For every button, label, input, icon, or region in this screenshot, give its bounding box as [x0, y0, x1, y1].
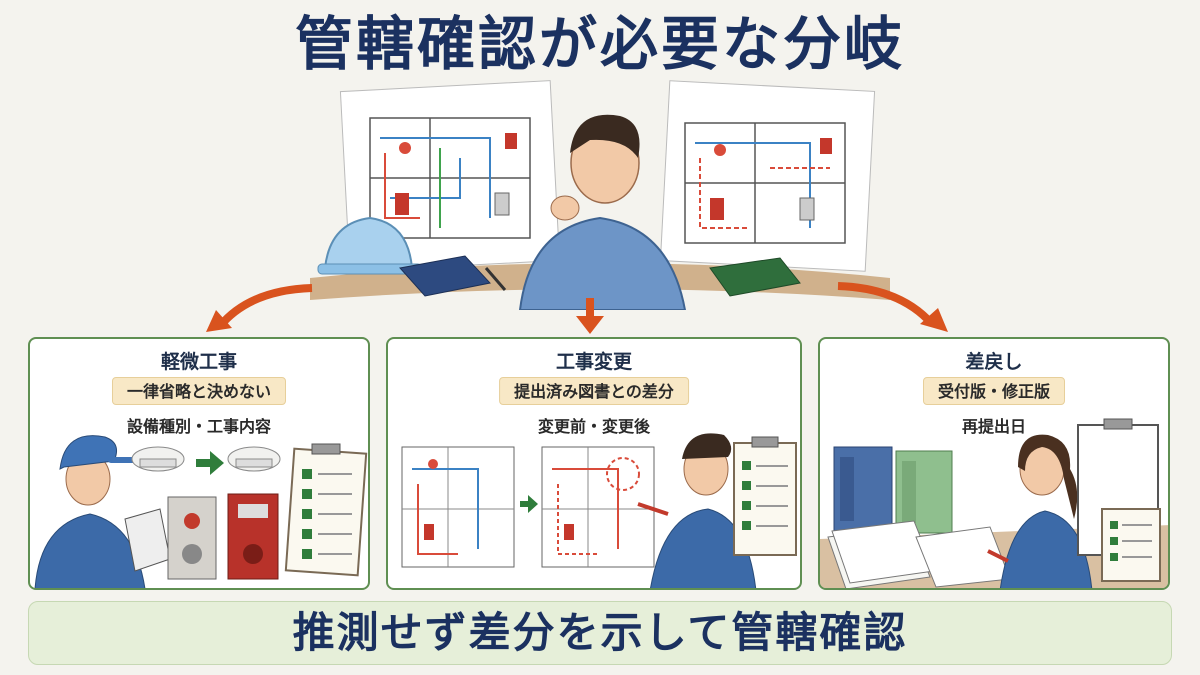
- checklist-clipboard: [1101, 508, 1161, 582]
- main-title: 管轄確認が必要な分岐: [294, 10, 905, 78]
- resubmission-illustration: [820, 418, 1168, 588]
- arrow-to-panel-3: [837, 282, 948, 332]
- arrow-to-panel-1: [206, 284, 313, 332]
- work-change-illustration: [401, 433, 797, 588]
- engineer-thinking: [518, 114, 687, 310]
- highlight-label: 提出済み図書との差分: [499, 377, 689, 405]
- panel-title: 工事変更: [555, 351, 632, 373]
- hard-hat: [317, 216, 423, 275]
- checklist-clipboard: [284, 443, 368, 577]
- blue-binder: [833, 446, 893, 534]
- fire-alarm-panel: [227, 493, 279, 580]
- panel-subtitle: 設備種別・工事内容: [126, 417, 271, 436]
- minor-work-illustration: [34, 435, 368, 588]
- highlight-label: 一律省略と決めない: [111, 377, 287, 405]
- document-stack: [827, 520, 935, 588]
- compare-arrow-icon: [520, 495, 538, 513]
- panel-title: 軽微工事: [160, 351, 237, 373]
- engineer-marking-plan: [637, 433, 757, 588]
- before-floor-plan: [401, 446, 515, 568]
- panel-minor-work: 軽微工事 一律省略と決めない 設備種別・工事内容: [28, 337, 370, 590]
- panel-subtitle: 再提出日: [961, 417, 1026, 436]
- panel-title: 差戻し: [965, 351, 1023, 373]
- green-binder: [895, 450, 953, 534]
- green-binder: [709, 257, 801, 297]
- intercom-unit: [167, 496, 217, 580]
- panel-subtitle: 変更前・変更後: [537, 417, 650, 436]
- panel-work-change: 工事変更 提出済み図書との差分 変更前・変更後: [386, 337, 802, 590]
- engineer-reviewing-drawings-illustration: [310, 80, 890, 310]
- smoke-detector-after: [227, 446, 281, 472]
- smoke-detector-before: [131, 446, 185, 472]
- after-floor-plan: [541, 446, 655, 568]
- conclusion-banner: 推測せず差分を示して管轄確認: [28, 601, 1172, 665]
- blue-binder: [399, 255, 507, 297]
- left-floor-plan-sheet: [339, 80, 561, 272]
- replace-arrow-icon: [196, 451, 224, 475]
- right-floor-plan-sheet: [659, 80, 876, 272]
- panel-returned: 差戻し 受付版・修正版 再提出日: [818, 337, 1170, 590]
- clerk-writing: [987, 434, 1093, 588]
- arrow-to-panel-2: [576, 298, 604, 334]
- highlight-label: 受付版・修正版: [922, 377, 1066, 405]
- worker-with-clipboard: [34, 435, 171, 588]
- checklist-clipboard: [733, 436, 797, 556]
